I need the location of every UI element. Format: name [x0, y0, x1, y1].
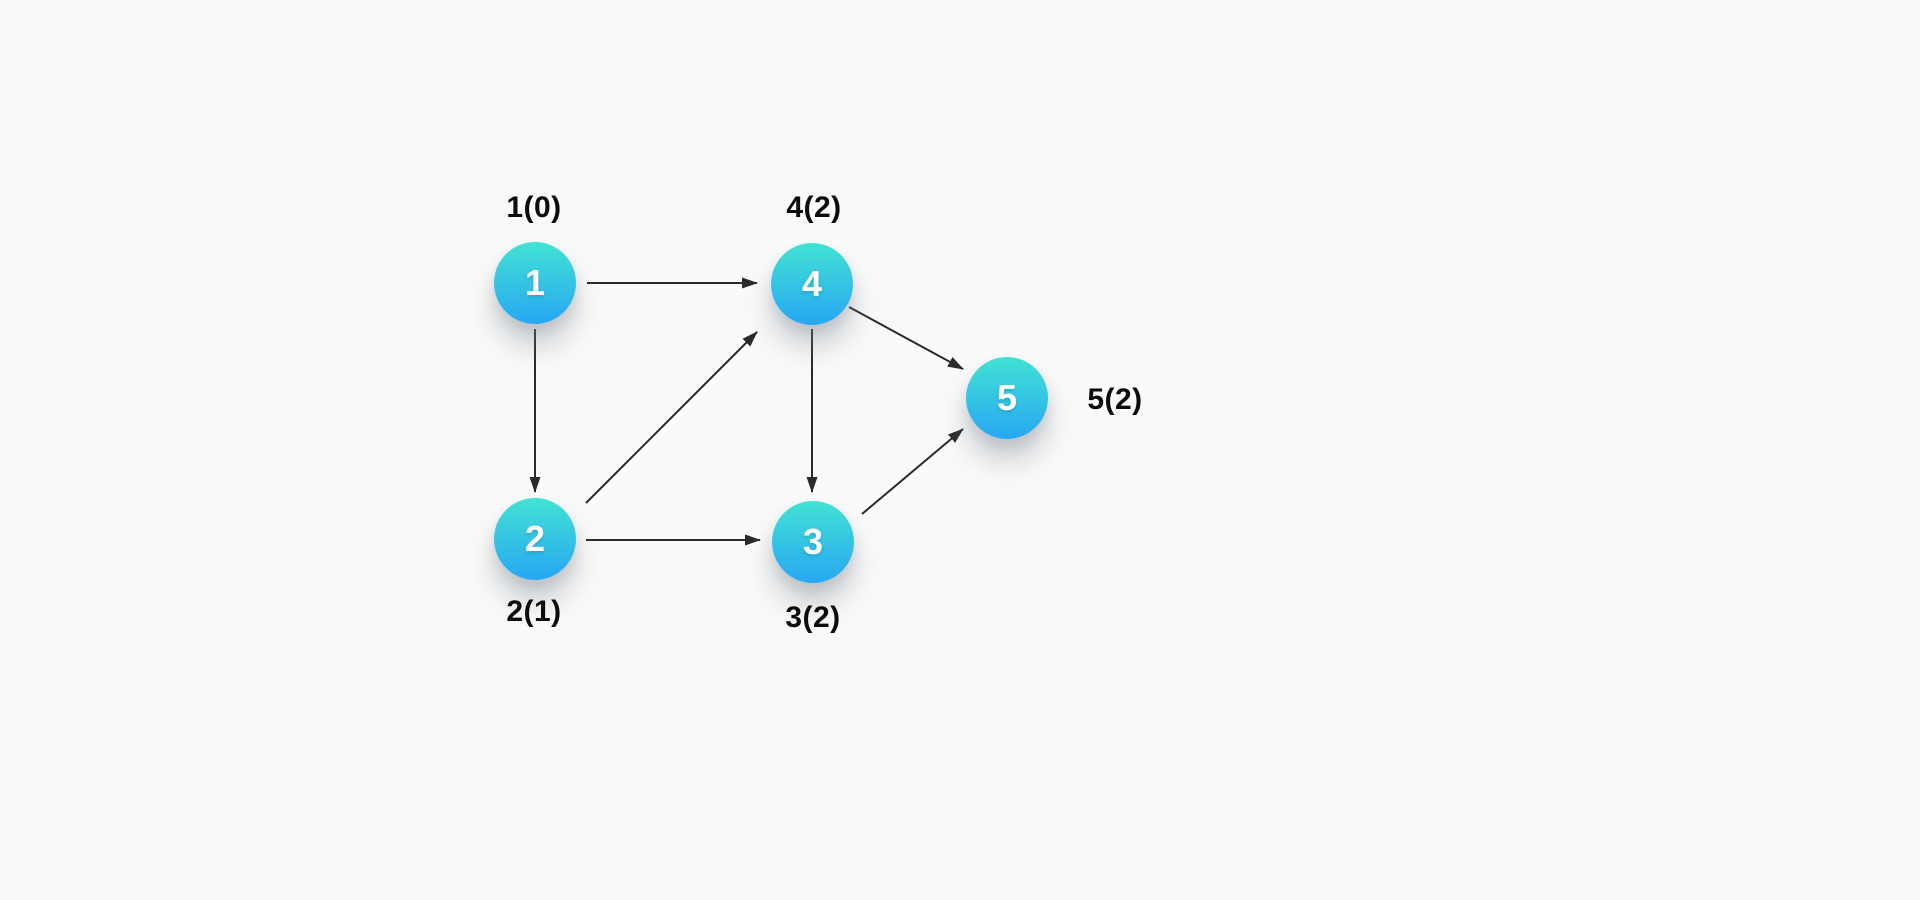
graph-node-3: 3 — [772, 501, 854, 583]
node-5-number: 5 — [996, 377, 1018, 418]
node-4-number: 4 — [801, 263, 823, 304]
graph-node-4: 4 — [771, 243, 853, 325]
node-4-annotation: 4(2) — [786, 191, 842, 224]
edge-2-4 — [585, 331, 758, 504]
edge-3-5 — [861, 428, 964, 515]
node-2-annotation: 2(1) — [506, 595, 562, 628]
edge-4-5 — [848, 306, 964, 370]
node-3-number: 3 — [802, 521, 824, 562]
node-3-annotation: 3(2) — [785, 601, 841, 634]
node-1-annotation: 1(0) — [506, 191, 562, 224]
node-1-number: 1 — [524, 262, 546, 303]
node-5-annotation: 5(2) — [1087, 383, 1143, 416]
graph-node-1: 1 — [494, 242, 576, 324]
node-2-number: 2 — [524, 518, 546, 559]
graph-node-2: 2 — [494, 498, 576, 580]
graph-node-5: 5 — [966, 357, 1048, 439]
